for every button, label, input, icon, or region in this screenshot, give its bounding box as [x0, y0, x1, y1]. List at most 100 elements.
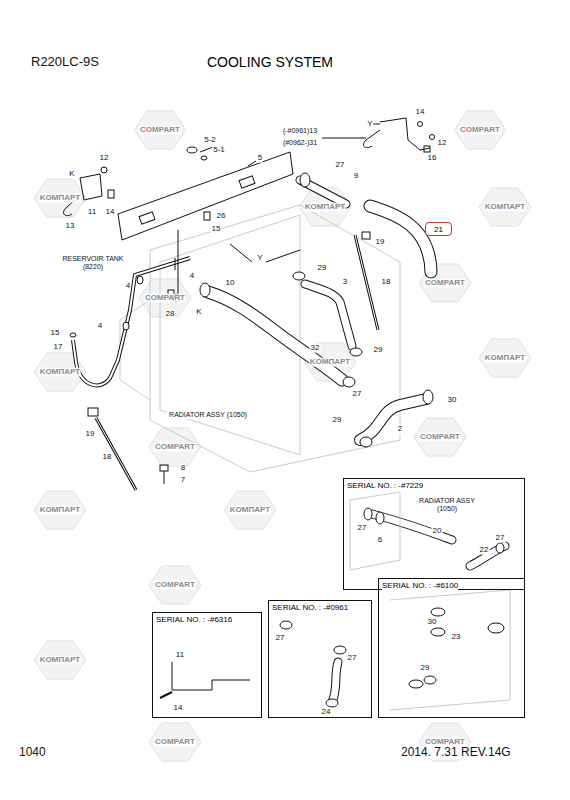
watermark-hexagon — [149, 566, 201, 604]
watermark: KOMПАРТ — [39, 656, 81, 665]
callout-number: 15 — [211, 225, 222, 234]
callout-number: 17 — [53, 343, 64, 352]
callout-number: 30 — [447, 396, 458, 405]
callout-number: 27 — [352, 390, 363, 399]
brackets — [64, 118, 435, 216]
leader-lines — [200, 124, 380, 262]
part-name: RADIATOR ASSY (1050) — [167, 411, 249, 419]
watermark-hexagon — [34, 491, 86, 529]
callout-number: 14 — [105, 208, 116, 217]
callout-number: 12 — [437, 139, 448, 148]
callout-number: 5-1 — [212, 146, 226, 155]
watermark: KOMПАРТ — [39, 194, 81, 203]
callout-number: 21 — [434, 225, 443, 234]
callout-number: 5-2 — [203, 136, 217, 145]
callout-number: 30 — [427, 618, 438, 627]
watermark: COMPART — [419, 433, 461, 442]
callout-number: 27 — [495, 534, 506, 543]
watermark: COMPART — [424, 738, 466, 747]
part-name: (#0962-)31 — [282, 139, 318, 147]
callout-number: 18 — [102, 453, 113, 462]
callout-number: 12 — [99, 154, 110, 163]
inset-heading: SERIAL NO. : -#0961 — [272, 603, 348, 612]
watermark-hexagon — [224, 491, 276, 529]
callout-number: 29 — [332, 416, 343, 425]
radiator-outline — [120, 205, 400, 472]
watermark-hexagon — [134, 111, 186, 149]
callout-number: Y — [366, 120, 373, 129]
inset-heading: SERIAL NO. : -#6100 — [382, 581, 458, 590]
hoses — [208, 180, 505, 702]
watermark-hexagon — [149, 428, 201, 466]
callout-number: 4 — [97, 322, 103, 331]
watermark-hexagon — [34, 641, 86, 679]
callout-number: 29 — [317, 264, 328, 273]
watermark: COMPART — [144, 294, 186, 303]
page-number: 1040 — [18, 746, 47, 759]
watermark-hexagon — [479, 188, 531, 226]
revision-date: 2014. 7.31 REV.14G — [400, 746, 512, 759]
watermark: KOMПАРТ — [309, 358, 351, 367]
callout-number: 13 — [65, 222, 76, 231]
callout-number: 27 — [357, 524, 368, 533]
callout-number: 27 — [335, 161, 346, 170]
callout-number: 4 — [125, 282, 131, 291]
callout-number: 19 — [375, 238, 386, 247]
callout-number: 27 — [275, 634, 286, 643]
reservoir-pipe — [70, 230, 190, 385]
callout-number: 27 — [347, 654, 358, 663]
watermark: COMPART — [154, 581, 196, 590]
callout-number: 29 — [373, 346, 384, 355]
callout-number: 10 — [225, 279, 236, 288]
watermark: KOMПАРТ — [39, 506, 81, 515]
callout-number: 3 — [342, 278, 348, 287]
reservoir-bracket — [118, 147, 293, 240]
callout-number: 20 — [432, 527, 443, 536]
watermark-hexagon — [454, 111, 506, 149]
callout-number: 19 — [85, 430, 96, 439]
serial-inset: SERIAL NO. : -#6100 — [378, 578, 525, 718]
watermark: COMPART — [459, 126, 501, 135]
callout-number: 24 — [321, 708, 332, 717]
watermark: KOMПАРТ — [484, 354, 526, 363]
callout-number: 32 — [310, 344, 321, 353]
watermark-hexagon — [34, 353, 86, 391]
callout-number: Y — [256, 254, 263, 263]
callout-number: 26 — [216, 212, 227, 221]
callout-number: 22 — [479, 546, 490, 555]
callout-number: 8 — [180, 464, 186, 473]
callout-box: 21 — [425, 222, 452, 236]
callout-number: 28 — [165, 310, 176, 319]
callout-number: 11 — [87, 208, 97, 217]
part-name: (-#0961)13 — [282, 127, 318, 135]
watermark: COMPART — [139, 126, 181, 135]
part-name: RESERVOIR TANK (8220) — [57, 255, 129, 270]
watermark: COMPART — [154, 443, 196, 452]
inset-parts — [160, 492, 510, 710]
serial-inset: SERIAL NO. : -#6316 — [152, 612, 262, 718]
callout-number: 23 — [451, 633, 462, 642]
watermark: COMPART — [154, 738, 196, 747]
watermark: COMPART — [424, 279, 466, 288]
inset-heading: SERIAL NO. : -#7229 — [347, 481, 423, 490]
title: COOLING SYSTEM — [207, 54, 333, 70]
watermark: KOMПАРТ — [229, 506, 271, 515]
callout-number: 2 — [397, 425, 403, 434]
watermark: KOMПАРТ — [39, 368, 81, 377]
callout-number: 7 — [180, 476, 186, 485]
callout-number: 4 — [189, 272, 195, 281]
callout-number: 11 — [175, 651, 185, 660]
callout-number: 18 — [381, 278, 392, 287]
callout-number: K — [68, 170, 75, 179]
stay-rods — [88, 212, 378, 490]
callout-number: 5 — [257, 154, 263, 163]
watermark-hexagon — [414, 418, 466, 456]
watermark-hexagon — [479, 339, 531, 377]
watermark: KOMПАРТ — [484, 203, 526, 212]
watermark: KOMПАРТ — [304, 203, 346, 212]
callout-number: 15 — [50, 329, 61, 338]
callout-number: 29 — [420, 664, 431, 673]
watermark-hexagon — [34, 179, 86, 217]
